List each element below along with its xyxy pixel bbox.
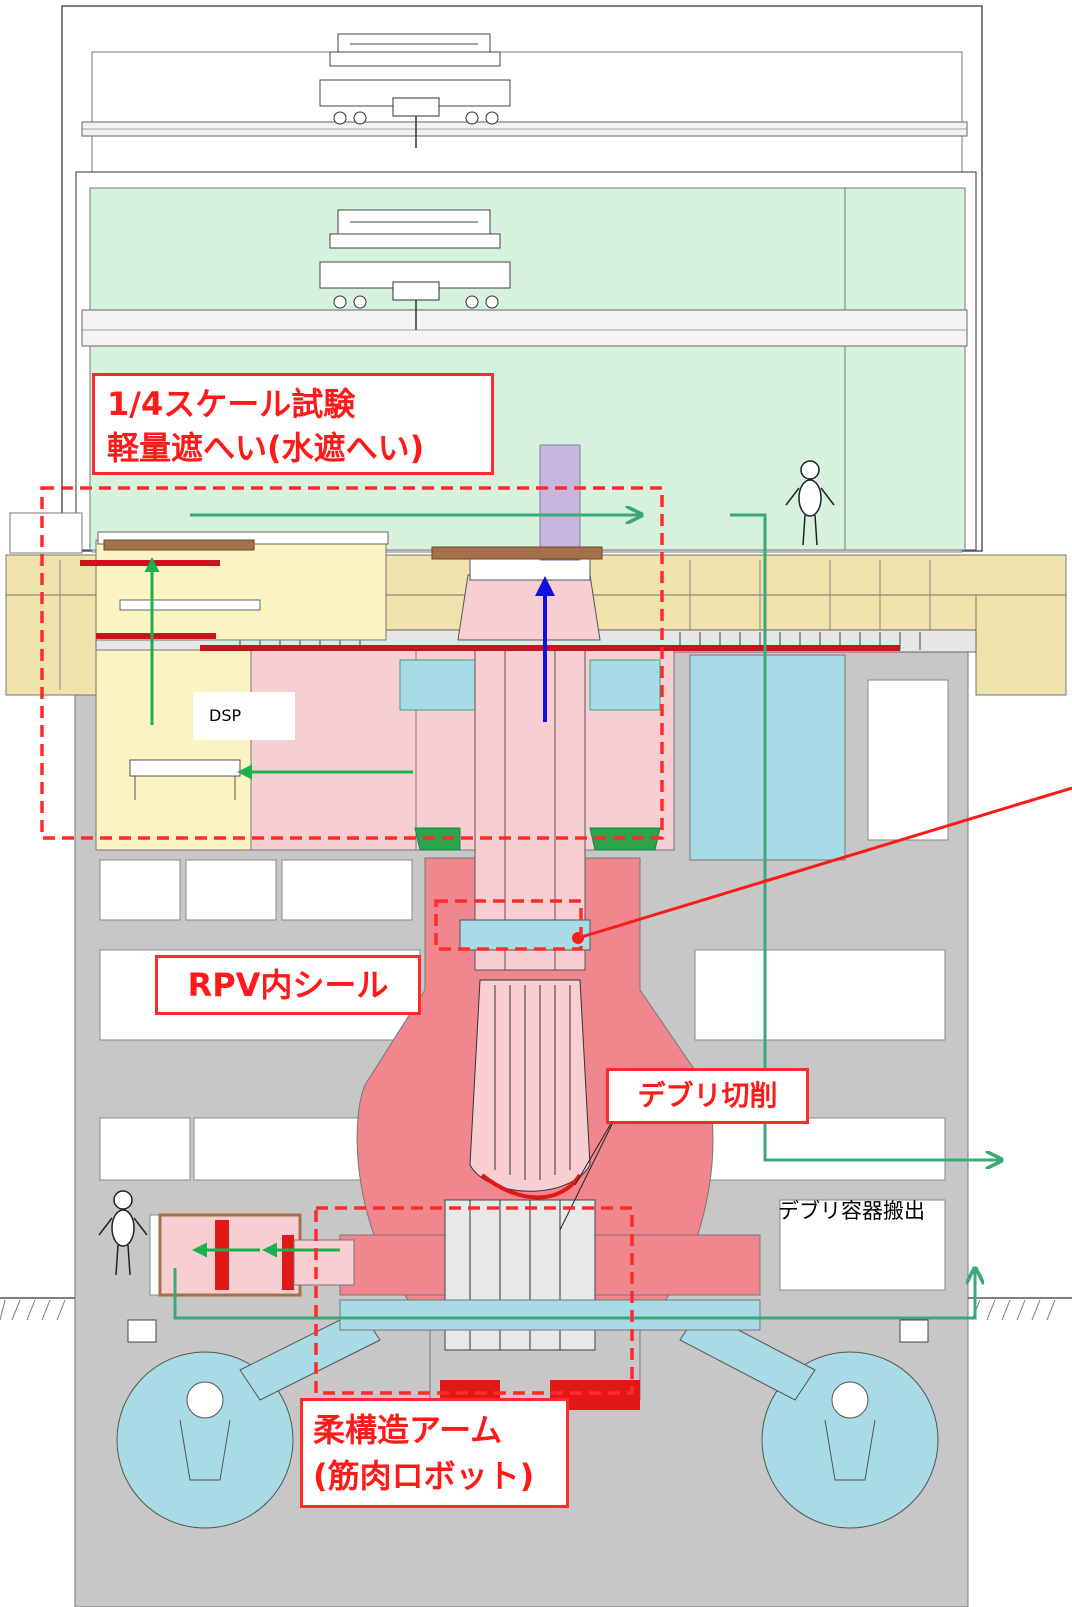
shield-block	[431, 546, 603, 560]
highlight-boxes	[40, 486, 664, 1395]
rpv-seal-area	[434, 899, 583, 951]
lower-overhead-crane	[319, 209, 511, 330]
quarter-scale-test-title: 1/4スケール試験	[107, 385, 356, 423]
debris-container-export-label: デブリ容器搬出	[778, 1199, 925, 1223]
flow-arrows	[144, 515, 1000, 1320]
reactor-pressure-vessel	[444, 649, 596, 1351]
person-icon-upper	[785, 460, 835, 546]
muscle-robot-subtitle: (筋肉ロボット)	[313, 1457, 535, 1495]
dsp-label: DSP	[193, 692, 295, 740]
suppression-chamber-right	[679, 1309, 939, 1529]
soft-arm-label: 柔構造アーム (筋肉ロボット)	[300, 1398, 569, 1508]
lightweight-shielding-subtitle: 軽量遮へい(水遮へい)	[107, 429, 425, 467]
soft-arm-title: 柔構造アーム	[313, 1411, 503, 1449]
person-icon-lower	[98, 1190, 148, 1276]
shield-cask	[158, 1213, 355, 1297]
soft-arm-area	[314, 1206, 634, 1395]
debris-cutting-label: デブリ切削	[606, 1068, 809, 1124]
transfer-column	[539, 444, 581, 561]
dryer-separator-pool	[9, 512, 389, 851]
quarter-scale-test-area	[40, 486, 664, 840]
water-pool-bottom	[339, 1299, 761, 1331]
quarter-scale-test-label: 1/4スケール試験 軽量遮へい(水遮へい)	[92, 373, 494, 475]
rpv-seal-pointer	[577, 786, 1072, 940]
upper-overhead-crane	[319, 33, 511, 148]
rpv-seal-label: RPV内シール	[155, 955, 421, 1015]
shielding-zone	[250, 557, 675, 851]
